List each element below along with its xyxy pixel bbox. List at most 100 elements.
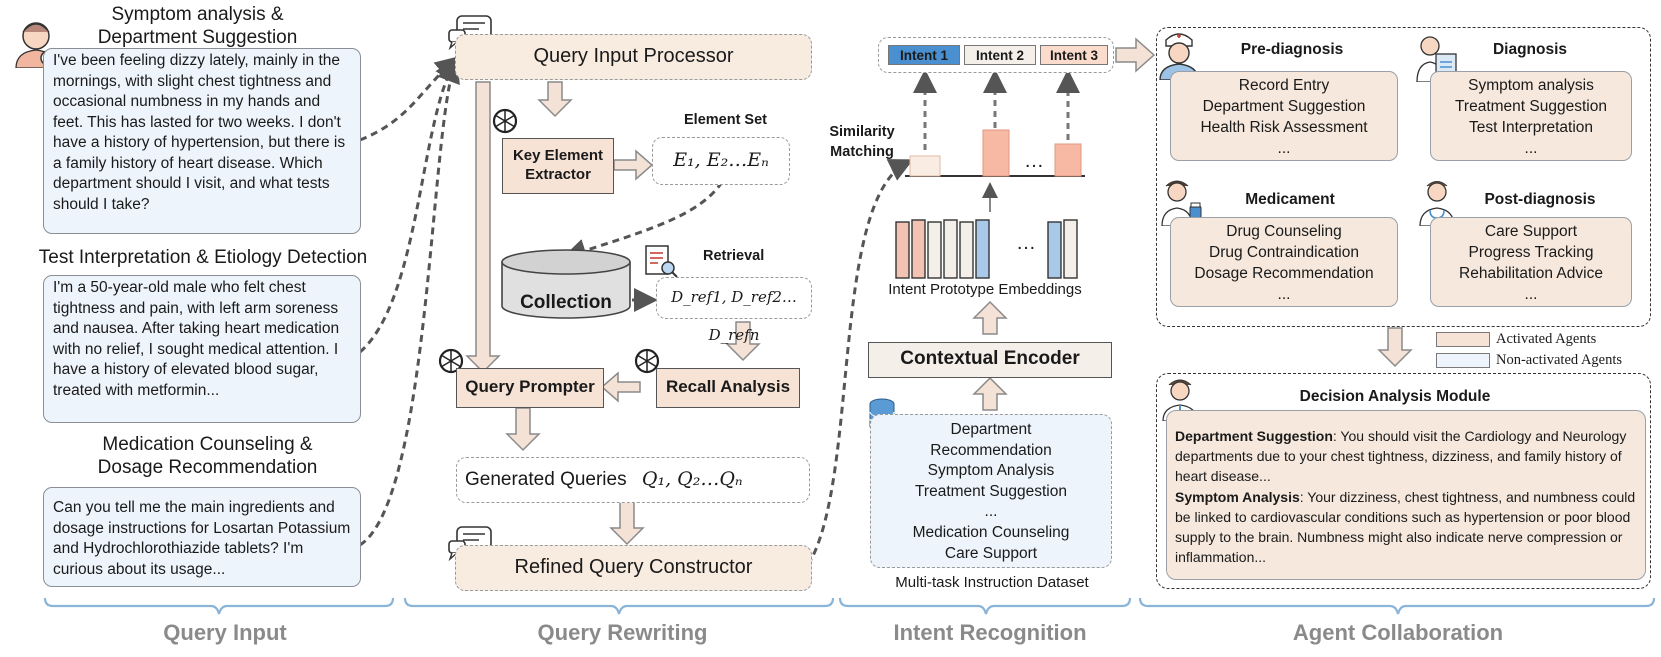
element-set-box: E₁, E₂…Eₙ bbox=[652, 137, 790, 185]
section-query-rewriting: Query Rewriting bbox=[537, 620, 708, 645]
collection-cylinder-shape bbox=[501, 249, 631, 319]
refined-query-constructor: Refined Query Constructor bbox=[455, 545, 812, 591]
dataset-box: Department Recommendation Symptom Analys… bbox=[870, 414, 1112, 568]
agent-item: Drug Contraindication bbox=[1209, 244, 1359, 261]
arrow-agents-decision bbox=[1377, 327, 1413, 368]
agent-diagnosis-title: Diagnosis bbox=[1492, 41, 1568, 58]
query1-box: I've been feeling dizzy lately, mainly i… bbox=[43, 48, 361, 234]
openai-logo-icon-3 bbox=[436, 346, 466, 376]
dataset-item: Treatment Suggestion bbox=[915, 482, 1067, 500]
retrieval-box: D_ref1, D_ref2…D_refn bbox=[656, 277, 812, 344]
similarity-matching-label: Similarity Matching bbox=[829, 124, 895, 160]
decision-module-box: Department Suggestion: You should visit … bbox=[1166, 410, 1646, 580]
decision-module-group bbox=[1156, 373, 1651, 589]
arrow-processor-prompter bbox=[465, 81, 501, 374]
arrow-generated-refined bbox=[609, 501, 645, 546]
query-prompter: Query Prompter bbox=[456, 368, 604, 408]
agent-item: Symptom analysis bbox=[1468, 77, 1594, 94]
agent-item: ... bbox=[1524, 286, 1538, 303]
key-element-extractor-label: Key Element Extractor bbox=[512, 147, 604, 183]
dataset-item: Recommendation bbox=[930, 441, 1052, 459]
query1-title: Symptom analysis & Department Suggestion bbox=[97, 4, 298, 48]
agent-postdiagnosis-box: Care Support Progress Tracking Rehabilit… bbox=[1430, 217, 1632, 307]
agent-item: Test Interpretation bbox=[1468, 119, 1594, 136]
dataset-item: Department bbox=[950, 421, 1032, 438]
generated-queries-box: Generated Queries Q₁, Q₂…Qₙ bbox=[456, 457, 810, 503]
agent-item: Progress Tracking bbox=[1468, 244, 1594, 261]
legend-nonactivated-label: Non-activated Agents bbox=[1496, 352, 1623, 368]
query3-title: Medication Counseling & Dosage Recommend… bbox=[97, 434, 318, 478]
contextual-encoder: Contextual Encoder bbox=[868, 342, 1112, 378]
intent-3-chip: Intent 3 bbox=[1040, 45, 1108, 65]
retrieval-document-icon bbox=[643, 244, 679, 280]
arrow-recall-prompter bbox=[600, 371, 641, 403]
retrieval-label: Retrieval bbox=[703, 248, 765, 264]
agent-item: ... bbox=[1277, 140, 1291, 157]
arrow-prompter-generated bbox=[505, 407, 541, 452]
query-input-processor: Query Input Processor bbox=[455, 34, 812, 80]
agent-medicament-box: Drug Counseling Drug Contraindication Do… bbox=[1170, 217, 1398, 307]
prototype-embedding-bars bbox=[895, 219, 1078, 279]
key-element-extractor: Key Element Extractor bbox=[502, 138, 614, 194]
query3-connector bbox=[359, 58, 460, 547]
section-braces bbox=[43, 597, 1656, 615]
query2-box: I'm a 50-year-old male who felt chest ti… bbox=[43, 275, 361, 423]
agent-diagnosis-box: Symptom analysis Treatment Suggestion Te… bbox=[1430, 71, 1632, 161]
collection-label: Collection bbox=[520, 292, 612, 313]
agent-item: Drug Counseling bbox=[1226, 223, 1342, 240]
agent-item: Dosage Recommendation bbox=[1194, 265, 1374, 282]
section-intent-recognition: Intent Recognition bbox=[893, 620, 1087, 645]
agent-medicament-title: Medicament bbox=[1245, 191, 1335, 208]
agent-prediagnosis-title: Pre-diagnosis bbox=[1240, 41, 1344, 58]
openai-logo-icon-2 bbox=[632, 346, 662, 376]
agents-group bbox=[1156, 27, 1651, 327]
agent-item: Health Risk Assessment bbox=[1200, 119, 1368, 136]
agent-prediagnosis-box: Record Entry Department Suggestion Healt… bbox=[1170, 71, 1398, 161]
agent-item: Care Support bbox=[1484, 223, 1578, 240]
decision-p1-label: Department Suggestion bbox=[1175, 428, 1333, 444]
query3-box: Can you tell me the main ingredients and… bbox=[43, 487, 361, 587]
dataset-item: Medication Counseling bbox=[912, 523, 1070, 541]
dataset-item: Symptom Analysis bbox=[927, 462, 1055, 480]
similarity-bar-1 bbox=[909, 155, 941, 177]
dataset-item: ... bbox=[984, 503, 998, 521]
arrow-intents-agents bbox=[1115, 37, 1156, 73]
agent-item: ... bbox=[1524, 140, 1538, 157]
agent-item: Department Suggestion bbox=[1202, 98, 1366, 115]
decision-p1-text: : You should visit the Cardiology and Ne… bbox=[1175, 428, 1627, 485]
element-set-formula: E₁, E₂…Eₙ bbox=[673, 149, 769, 171]
dataset-item: Care Support bbox=[944, 544, 1038, 562]
query2-title: Test Interpretation & Etiology Detection bbox=[38, 247, 368, 268]
query2-connector bbox=[359, 56, 459, 354]
similarity-bar-3 bbox=[1054, 143, 1082, 177]
arrow-encoder-embeddings bbox=[972, 300, 1008, 335]
generated-queries-label: Generated Queries bbox=[465, 469, 627, 490]
openai-logo-icon-1 bbox=[490, 106, 520, 136]
recall-analysis: Recall Analysis bbox=[656, 368, 800, 408]
arrow-extractor-elementset bbox=[613, 149, 654, 181]
legend-activated-swatch bbox=[1436, 332, 1490, 347]
arrow-processor-extractor bbox=[537, 81, 573, 118]
element-collection-connector bbox=[562, 181, 724, 262]
arrow-dataset-encoder bbox=[972, 376, 1008, 411]
section-agent-collaboration: Agent Collaboration bbox=[1292, 620, 1504, 645]
legend-activated-label: Activated Agents bbox=[1496, 331, 1597, 347]
intent-1-chip: Intent 1 bbox=[888, 45, 960, 65]
intent-2-chip: Intent 2 bbox=[964, 45, 1036, 65]
similarity-bar-2 bbox=[982, 129, 1010, 177]
section-query-input: Query Input bbox=[163, 620, 287, 645]
refined-similarity-connector bbox=[806, 159, 914, 566]
agent-item: Rehabilitation Advice bbox=[1459, 265, 1603, 282]
decision-p2-text: : Your dizziness, chest tightness, and n… bbox=[1175, 488, 1636, 566]
embeddings-ellipsis: … bbox=[1016, 232, 1036, 254]
arrow-retrieval-recall bbox=[725, 321, 761, 362]
agent-postdiagnosis-title: Post-diagnosis bbox=[1484, 191, 1596, 208]
prototype-embeddings-label: Intent Prototype Embeddings bbox=[888, 281, 1082, 298]
bars-ellipsis: … bbox=[1024, 150, 1044, 172]
legend-nonactivated-swatch bbox=[1436, 353, 1490, 368]
element-set-label: Element Set bbox=[684, 112, 767, 128]
dataset-label: Multi-task Instruction Dataset bbox=[895, 574, 1089, 591]
decision-module-title: Decision Analysis Module bbox=[1299, 388, 1491, 405]
generated-queries-formula: Q₁, Q₂…Qₙ bbox=[641, 468, 743, 490]
